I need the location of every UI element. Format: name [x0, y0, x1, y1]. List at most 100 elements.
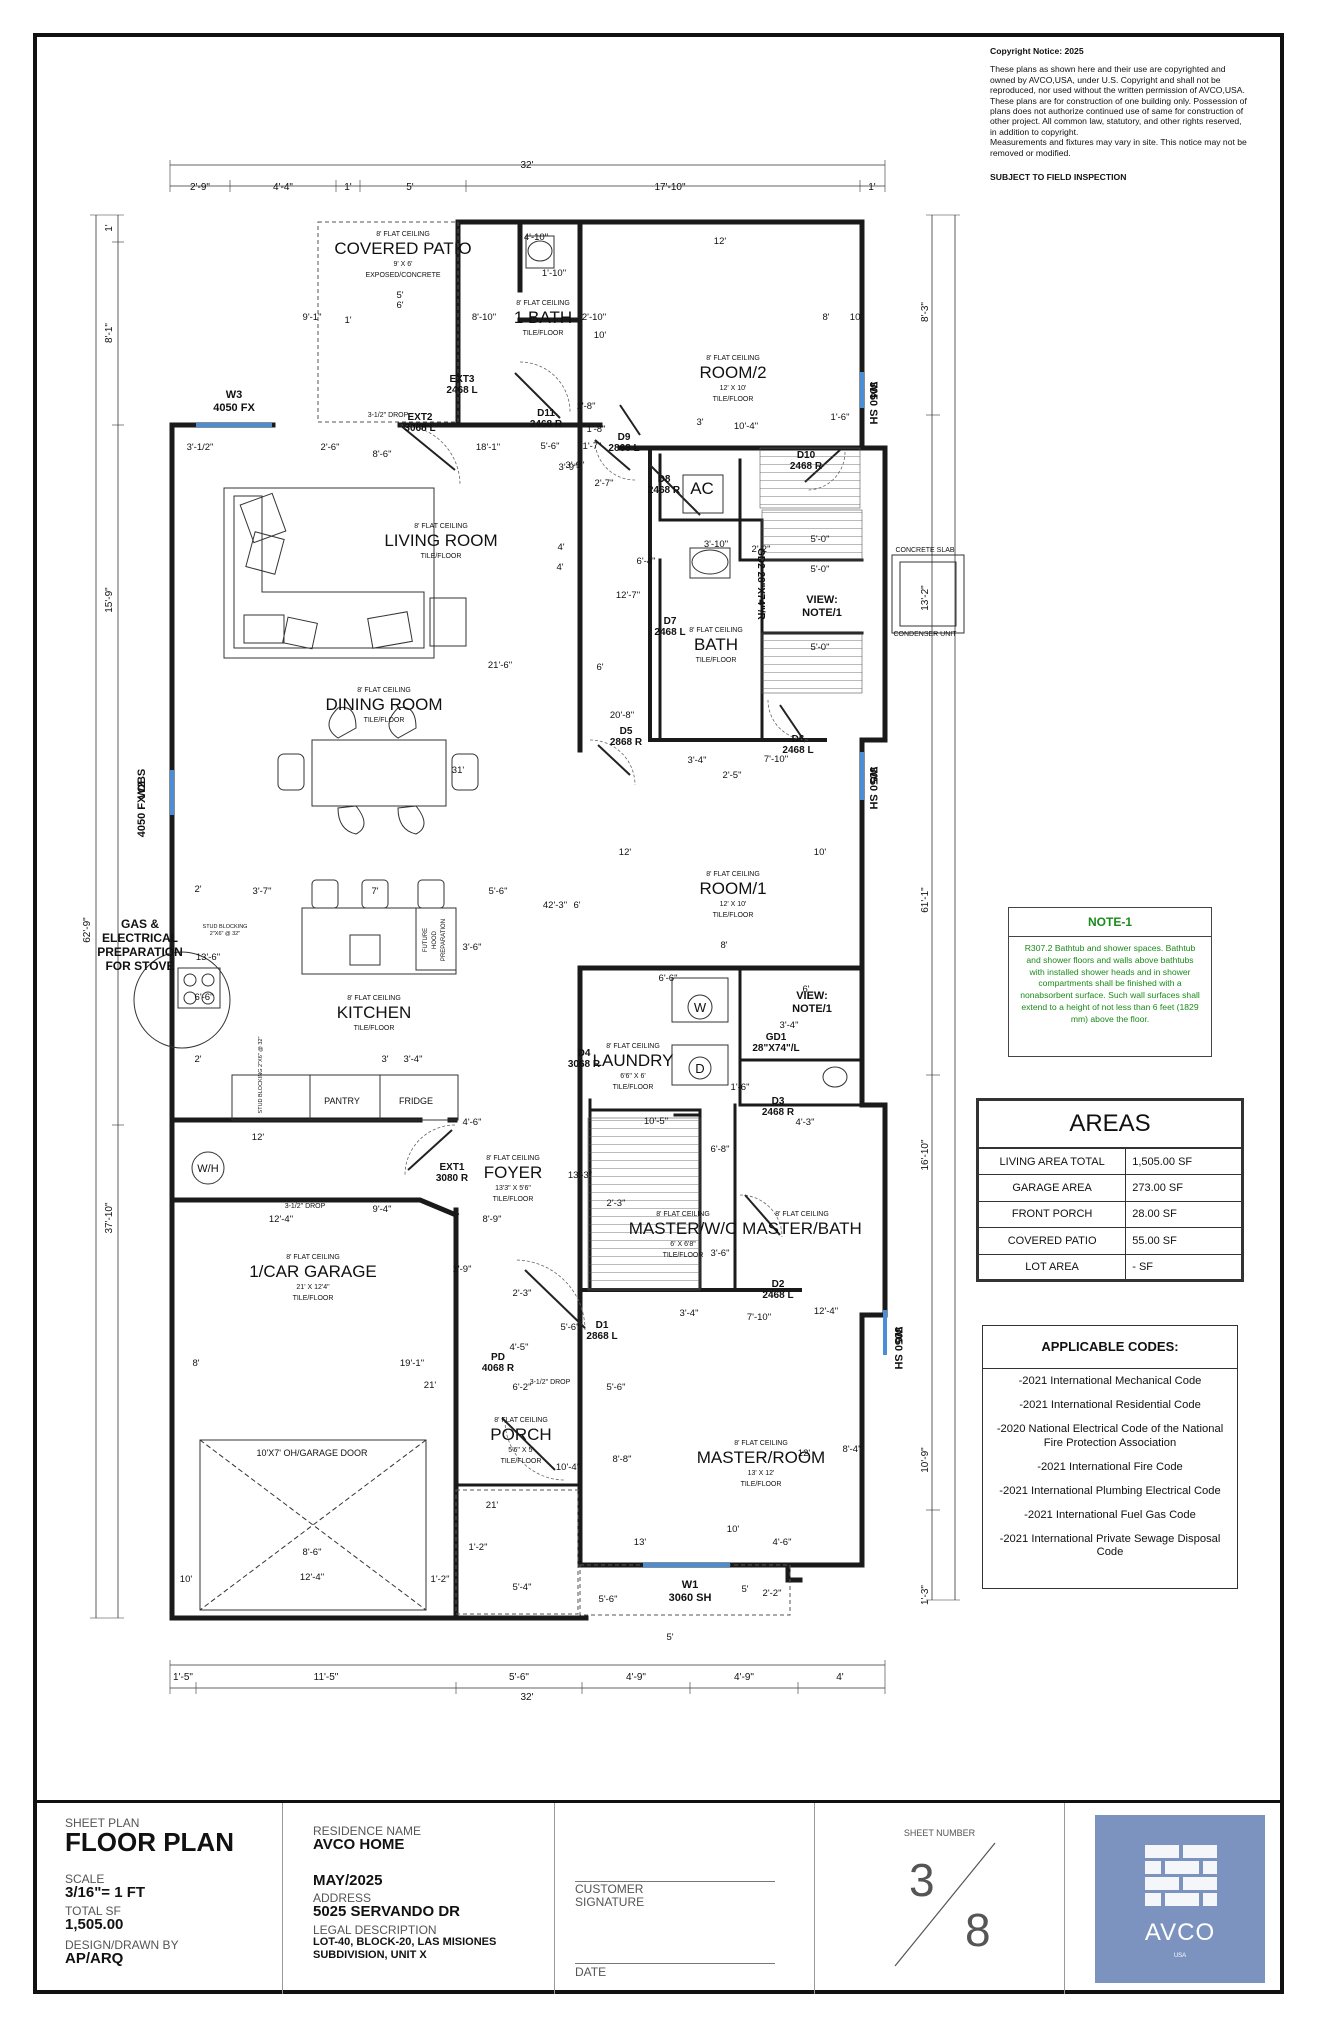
dim-inner: 10' — [180, 1574, 193, 1585]
legal-label: LEGAL DESCRIPTION — [313, 1923, 437, 1937]
dim-inner: 12'-7" — [616, 590, 640, 601]
room-2-floor: TILE/FLOOR — [713, 396, 754, 403]
area-name: LIVING AREA TOTAL — [979, 1149, 1127, 1175]
dim-left: 15'-9" — [104, 587, 115, 613]
door-d10-size: 2468 R — [790, 461, 823, 472]
window-w1-id: W1 — [682, 1579, 699, 1591]
dim-inner: 7'-10" — [747, 1312, 771, 1323]
sheet-number: 3 — [909, 1854, 935, 1906]
dim-inner: 12'-4" — [814, 1306, 838, 1317]
address-value: 5025 SERVANDO DR — [313, 1903, 460, 1920]
dim-inner: 2'-10" — [582, 312, 606, 323]
dim-right: 8'-3" — [920, 302, 931, 322]
gas-prep-line: GAS & — [121, 917, 159, 931]
copyright-line: plans does not authorize continued use o… — [990, 106, 1244, 117]
dim-inner: 5'-0" — [811, 534, 830, 545]
door-d2-id: D2 — [772, 1279, 785, 1290]
foyer-size: 13'3" X 5'6" — [495, 1185, 531, 1192]
dim-bottom: 4' — [836, 1672, 844, 1683]
dim-bottom: 5'-6" — [509, 1672, 529, 1683]
dim-bottom: 11'-5" — [314, 1672, 339, 1683]
dim-inner: 5'-6" — [599, 1594, 618, 1605]
shower-hatch — [587, 447, 863, 1291]
dim-inner: 6'-2" — [513, 1382, 532, 1393]
dim-inner: 3'-1/2" — [187, 442, 214, 453]
door-ext1-id: EXT1 — [439, 1162, 464, 1173]
area-value: 273.00 SF — [1125, 1174, 1241, 1202]
dim-inner: 8' — [192, 1358, 199, 1369]
copyright-line: other project. All common law, statutory… — [990, 116, 1242, 127]
walls — [169, 219, 888, 1621]
copyright-line: reproduced, nor used without the written… — [990, 85, 1245, 96]
dim-inner: 9'-4" — [373, 1204, 392, 1215]
dryer-label: D — [695, 1061, 704, 1076]
window-w5-id: W5 — [867, 767, 879, 784]
garage-name: 1/CAR GARAGE — [249, 1262, 377, 1281]
sheet-total: 8 — [965, 1904, 991, 1956]
dim-right: 10'-9" — [920, 1447, 931, 1473]
dim-inner: 1'-8" — [587, 424, 606, 435]
fridge-label: FRIDGE — [399, 1096, 433, 1106]
code-item: -2021 International Private Sewage Dispo… — [999, 1532, 1221, 1559]
door-gd1-id: GD1 — [766, 1032, 787, 1043]
slab-dim: 13'-2" — [920, 585, 931, 611]
area-name: LOT AREA — [979, 1253, 1127, 1280]
drop-1: 3-1/2" DROP — [285, 1203, 326, 1210]
dim-inner: 8' — [720, 940, 727, 951]
door-pd-size: 4068 R — [482, 1363, 515, 1374]
dim-inner: 6'-8" — [711, 1144, 730, 1155]
door-d8-id: D8 — [658, 474, 671, 485]
residence-label: RESIDENCE NAME — [313, 1824, 422, 1838]
dining-room-ceiling: 8' FLAT CEILING — [357, 687, 411, 694]
brick-logo-icon — [1145, 1845, 1217, 1906]
area-name: FRONT PORCH — [979, 1200, 1127, 1228]
door-pd-id: PD — [491, 1352, 505, 1363]
dim-inner: 4'-10" — [524, 232, 548, 243]
window-w6-id: W6 — [892, 1327, 904, 1344]
master-wic-ceiling: 8' FLAT CEILING — [656, 1211, 710, 1218]
dim-inner: 12' — [619, 847, 632, 858]
dim-inner: 3' — [696, 417, 703, 428]
dim-inner: 5'-6" — [489, 886, 508, 897]
bath-name: BATH — [694, 635, 738, 654]
areas-title: AREAS — [979, 1101, 1241, 1149]
stud-blocking-2: STUD BLOCKING 2"X6" @ 32" — [258, 1037, 264, 1114]
dim-inner: 2'-7" — [595, 478, 614, 489]
dim-inner: 1'-2" — [469, 1542, 488, 1553]
garage-ceiling: 8' FLAT CEILING — [286, 1254, 340, 1261]
master-wic-name: MASTER/W/C — [629, 1219, 738, 1238]
dim-inner: 2'-2" — [752, 544, 771, 555]
door-d6-size: 2468 L — [782, 745, 813, 756]
dim-inner: 2'-5" — [723, 770, 742, 781]
master-room-name: MASTER/ROOM — [697, 1448, 825, 1467]
porch-size: 5'6" X 5' — [508, 1447, 533, 1454]
door-d9-size: 2868 L — [608, 443, 639, 454]
dim-inner: 4'-5" — [510, 1342, 529, 1353]
window-w4-size: 3050 SH — [867, 382, 879, 425]
dim-inner: 3'-6" — [463, 942, 482, 953]
door-d1-size: 2868 L — [586, 1331, 617, 1342]
room-1-name: ROOM/1 — [699, 879, 766, 898]
master-wic-size: 6' X 6'8" — [670, 1241, 696, 1248]
dim-inner: 4'-3" — [796, 1117, 815, 1128]
note-1-box: NOTE-1 R307.2 Bathtub and shower spaces.… — [1008, 907, 1212, 1057]
copyright-line: These plans are for construction of one … — [990, 95, 1247, 106]
door-d8-size: 2468 R — [648, 485, 681, 496]
dim-inner: 1'-2" — [431, 1574, 450, 1585]
bath-floor: TILE/FLOOR — [696, 657, 737, 664]
design-value: AP/ARQ — [65, 1950, 124, 1967]
dim-inner: 19'-1" — [400, 1358, 424, 1369]
dining-room-floor: TILE/FLOOR — [364, 717, 405, 724]
address-label: ADDRESS — [313, 1891, 372, 1905]
door-d10-id: D10 — [797, 450, 816, 461]
dim-top: 1' — [344, 182, 352, 193]
bath-1-name: 1 BATH — [514, 308, 572, 327]
laundry-floor: TILE/FLOOR — [613, 1084, 654, 1091]
area-value: 28.00 SF — [1125, 1200, 1241, 1228]
dim-inner: 3'-4" — [680, 1308, 699, 1319]
dim-inner: 21' — [486, 1500, 499, 1511]
dim-inner: 4' — [557, 542, 564, 553]
date-value: MAY/2025 — [313, 1872, 383, 1889]
